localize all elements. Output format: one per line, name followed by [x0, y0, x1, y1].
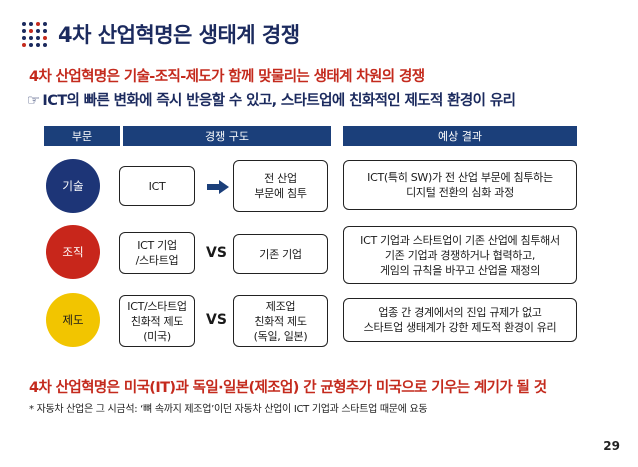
page-title: 4차 산업혁명은 생태계 경쟁	[58, 23, 300, 47]
structure-left-inst: ICT/스타트업 친화적 제도 (미국)	[119, 295, 195, 347]
box-line: 친화적 제도	[130, 314, 184, 328]
box-line: 전 산업	[264, 172, 297, 185]
sector-circle-inst: 제도	[46, 293, 100, 347]
sector-circle-org: 조직	[46, 225, 100, 279]
box-line: 부문에 침투	[254, 187, 307, 200]
outcome-org: ICT 기업과 스타트업이 기존 산업에 침투해서 기존 기업과 경쟁하거나 협…	[343, 226, 577, 284]
box-line: ICT	[148, 179, 166, 193]
box-line: 제조업	[265, 299, 296, 313]
header-outcome: 예상 결과	[343, 126, 577, 146]
logo-icon	[22, 22, 47, 47]
arrow-right-icon	[207, 180, 229, 194]
box-line: 기존 기업	[259, 247, 302, 261]
structure-right-inst: 제조업 친화적 제도 (독일, 일본)	[233, 295, 328, 347]
page-number: 29	[603, 439, 620, 453]
box-line: ICT(특히 SW)가 전 산업 부문에 침투하는	[367, 171, 553, 184]
outcome-tech: ICT(특히 SW)가 전 산업 부문에 침투하는 디지털 전환의 심화 과정	[343, 160, 577, 210]
vs-label: VS	[206, 245, 227, 261]
vs-label: VS	[206, 312, 227, 328]
structure-left-tech: ICT	[119, 166, 195, 206]
bullet-text: ICT의 빠른 변화에 즉시 반응할 수 있고, 스타트업에 친화적인 제도적 …	[42, 93, 516, 109]
box-line: 게임의 규칙을 바꾸고 산업을 재정의	[379, 263, 541, 277]
structure-left-org: ICT 기업 /스타트업	[119, 232, 195, 274]
box-line: 디지털 전환의 심화 과정	[406, 186, 514, 199]
footnote: * 자동차 산업은 그 시금석: ‘뼈 속까지 제조업’이던 자동차 산업이 I…	[29, 404, 428, 415]
sector-circle-tech: 기술	[46, 159, 100, 213]
structure-right-tech: 전 산업 부문에 침투	[233, 160, 328, 212]
header-structure: 경쟁 구도	[123, 126, 331, 146]
box-line: /스타트업	[135, 254, 179, 267]
subtitle: 4차 산업혁명은 기술-조직-제도가 함께 맞물리는 생태계 차원의 경쟁	[29, 69, 425, 85]
box-line: (미국)	[143, 329, 171, 343]
box-line: 친화적 제도	[254, 314, 307, 328]
box-line: ICT 기업	[137, 239, 177, 252]
box-line: ICT/스타트업	[127, 299, 187, 313]
box-line: 기존 기업과 경쟁하거나 협력하고,	[384, 248, 536, 262]
pointing-hand-icon: ☞	[27, 93, 40, 109]
box-line: ICT 기업과 스타트업이 기존 산업에 침투해서	[360, 233, 560, 247]
structure-right-org: 기존 기업	[233, 234, 328, 274]
outcome-inst: 업종 간 경계에서의 진입 규제가 없고 스타트업 생태계가 강한 제도적 환경…	[343, 298, 577, 342]
header-sector: 부문	[44, 126, 120, 146]
box-line: 스타트업 생태계가 강한 제도적 환경이 유리	[363, 321, 557, 334]
conclusion: 4차 산업혁명은 미국(IT)과 독일·일본(제조업) 간 균형추가 미국으로 …	[29, 380, 547, 396]
box-line: (독일, 일본)	[253, 329, 308, 343]
box-line: 업종 간 경계에서의 진입 규제가 없고	[378, 306, 542, 319]
bullet-line: ☞ICT의 빠른 변화에 즉시 반응할 수 있고, 스타트업에 친화적인 제도적…	[27, 89, 516, 110]
